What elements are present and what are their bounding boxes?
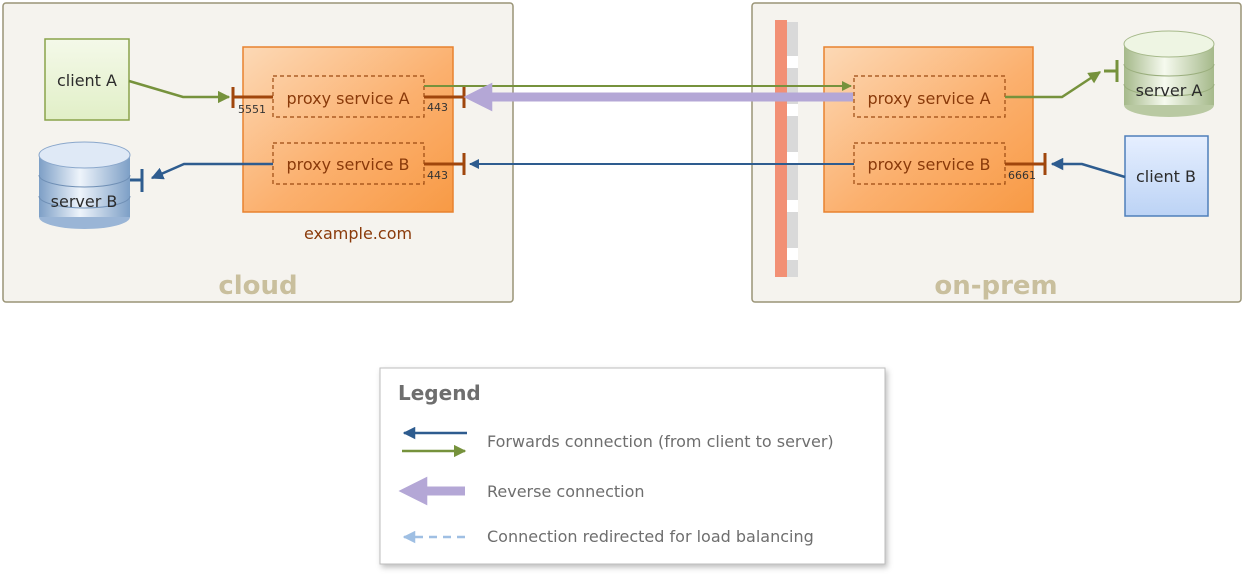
forward-connection-client-a [128, 79, 231, 104]
cloud-proxy-b-label: proxy service B [286, 155, 409, 174]
server-a-label: server A [1136, 81, 1203, 100]
port-6661 [1005, 153, 1047, 175]
port-443-b-label: 443 [427, 169, 448, 182]
forward-connection-client-b [1050, 157, 1126, 179]
port-443-a-label: 443 [427, 101, 448, 114]
cloud-proxy-host [242, 46, 454, 213]
legend-forward-arrows [402, 426, 467, 458]
on-prem-proxy-a-label: proxy service A [867, 89, 990, 108]
cloud-proxy-a-label: proxy service A [286, 89, 409, 108]
forward-connection-server-b [150, 162, 273, 180]
on-prem-zone-label: on-prem [934, 271, 1057, 301]
cloud-zone-label: cloud [218, 271, 297, 301]
server-a-icon [1123, 30, 1215, 117]
port-443-b [424, 153, 466, 175]
legend-title: Legend [398, 381, 481, 405]
on-prem-proxy-b-label: proxy service B [867, 155, 990, 174]
cloud-domain-label: example.com [304, 224, 412, 243]
server-b-label: server B [51, 192, 118, 211]
forward-connection-server-a [1005, 70, 1102, 99]
legend-box [379, 367, 886, 565]
server-b-icon [38, 141, 131, 229]
legend-reverse-text: Reverse connection [487, 482, 645, 501]
client-b-label: client B [1136, 167, 1196, 186]
legend-redirect-text: Connection redirected for load balancing [487, 527, 814, 546]
firewall [775, 20, 798, 277]
port-5551 [231, 87, 273, 108]
port-6661-label: 6661 [1008, 169, 1036, 182]
port-5551-label: 5551 [238, 103, 266, 116]
client-a-box [44, 38, 130, 121]
legend-forward-text: Forwards connection (from client to serv… [487, 432, 834, 451]
server-b-port [130, 169, 144, 192]
server-a-port [1104, 60, 1119, 82]
on-prem-proxy-host [823, 46, 1034, 213]
client-a-label: client A [57, 71, 117, 90]
